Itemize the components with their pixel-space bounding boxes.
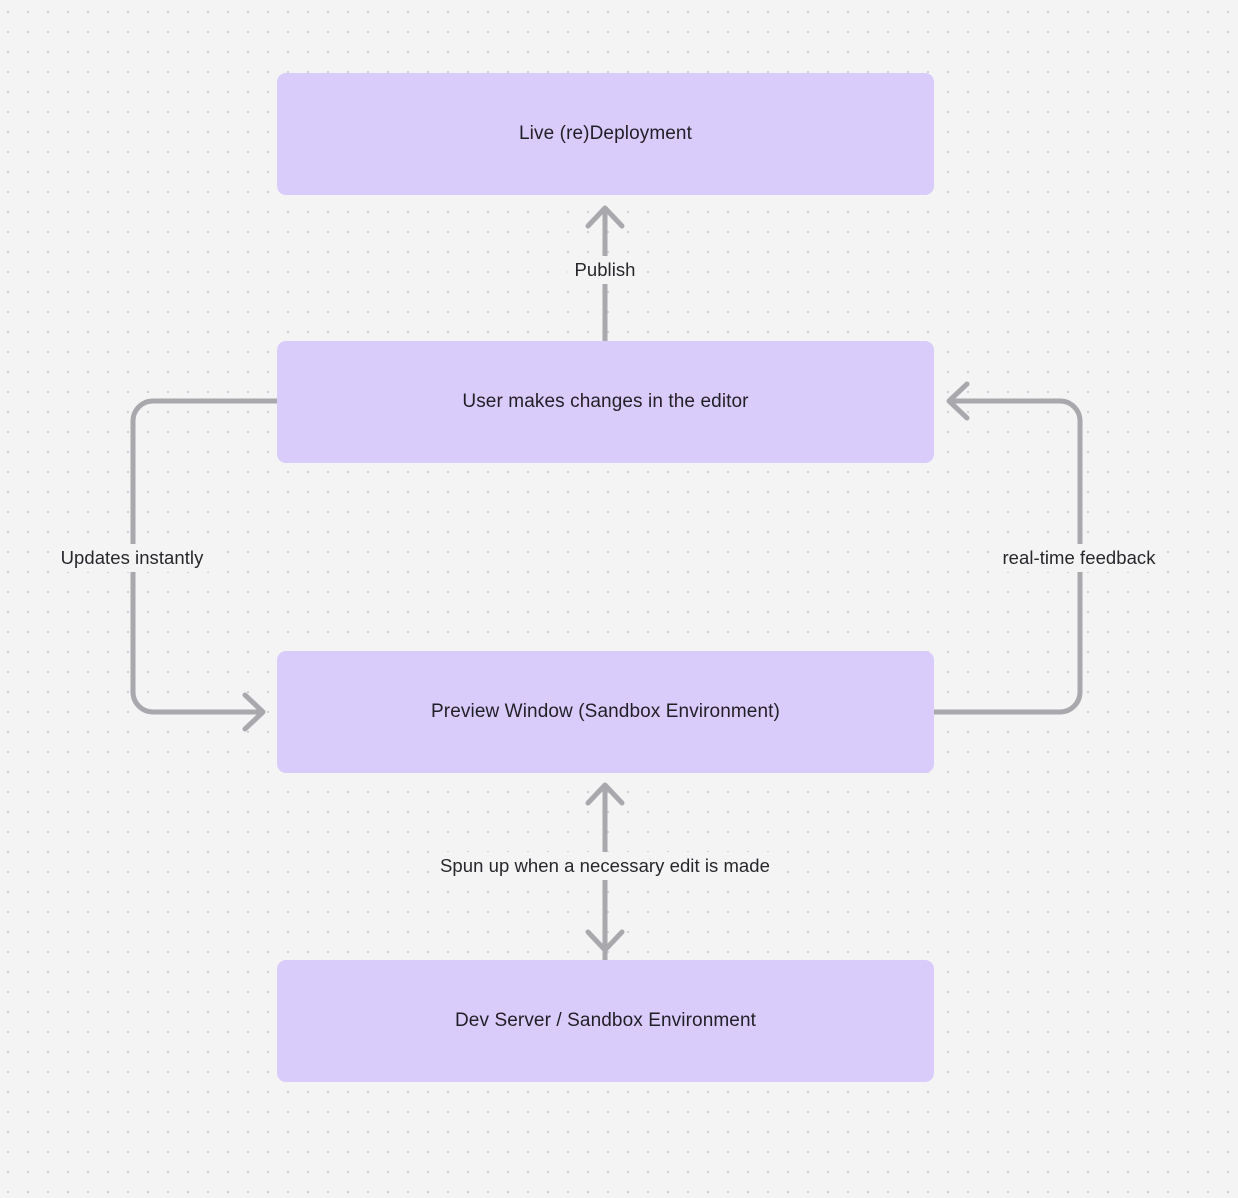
node-preview-window-label: Preview Window (Sandbox Environment) [431,700,780,722]
node-preview-window[interactable]: Preview Window (Sandbox Environment) [277,651,934,773]
node-dev-server[interactable]: Dev Server / Sandbox Environment [277,960,934,1082]
node-user-edits-label: User makes changes in the editor [462,390,749,412]
node-live-deployment[interactable]: Live (re)Deployment [277,73,934,195]
node-live-deployment-label: Live (re)Deployment [519,122,692,144]
edge-label-real-time-feedback: real-time feedback [995,544,1163,572]
node-dev-server-label: Dev Server / Sandbox Environment [454,1009,756,1031]
edge-label-updates-instantly: Updates instantly [53,544,211,572]
edge-label-spun-up: Spun up when a necessary edit is made [433,852,777,880]
node-user-edits[interactable]: User makes changes in the editor [277,341,934,463]
edge-label-publish: Publish [567,256,643,284]
